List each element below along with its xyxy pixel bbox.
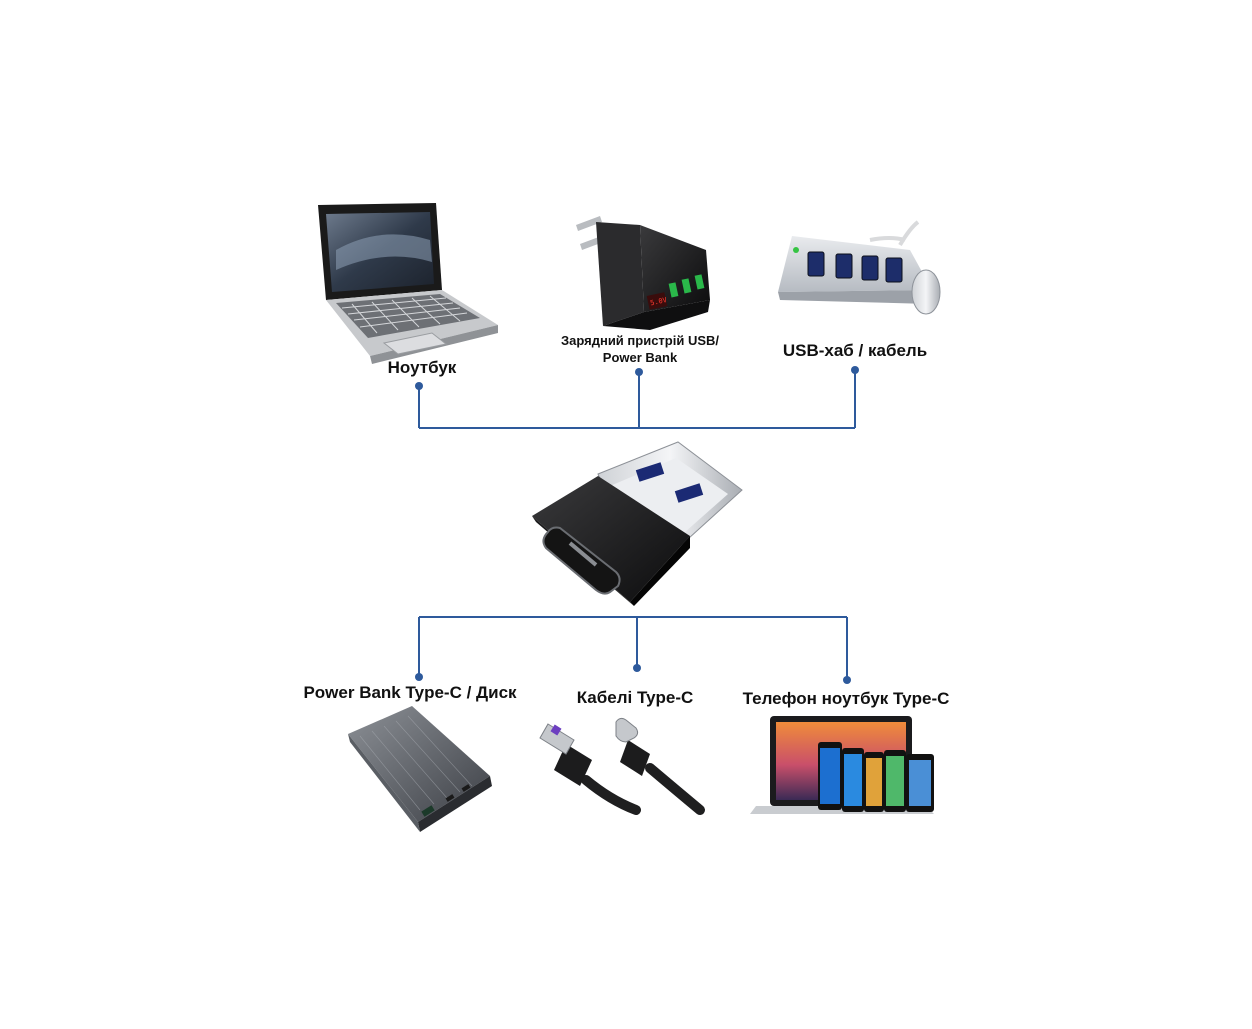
connector-dot-charger: [635, 368, 643, 376]
type-c-cable-icon: [539, 717, 705, 815]
connector-dot-hub: [851, 366, 859, 374]
connector-dot-devices: [843, 676, 851, 684]
label-laptop: Ноутбук: [387, 358, 457, 377]
phones-and-laptop-icon: [750, 716, 934, 814]
label-charger-line2: Power Bank: [602, 350, 678, 365]
label-cable: Кабелі Type-C: [576, 688, 694, 707]
connector-dot-cable: [633, 664, 641, 672]
usb-hub-icon: [778, 220, 941, 315]
connector-dot-laptop: [415, 382, 423, 390]
laptop-icon: [318, 203, 498, 364]
label-hub: USB-хаб / кабель: [782, 341, 928, 360]
connector-dot-powerbank: [415, 673, 423, 681]
charger-display: 5.0V: [650, 296, 669, 307]
charger-icon: 5.0V: [576, 216, 710, 330]
label-charger: Зарядний пристрій USB/ Power Bank: [540, 332, 740, 366]
usb-a-to-type-c-adapter-icon: [532, 441, 743, 606]
top-connectors: [415, 366, 859, 429]
label-devices: Телефон ноутбук Type-C: [742, 689, 950, 708]
label-powerbank: Power Bank Type-C / Диск: [303, 683, 517, 702]
label-charger-line1: Зарядний пристрій USB/: [560, 333, 720, 348]
power-bank-icon: [348, 706, 492, 832]
bottom-connectors: [415, 616, 851, 684]
